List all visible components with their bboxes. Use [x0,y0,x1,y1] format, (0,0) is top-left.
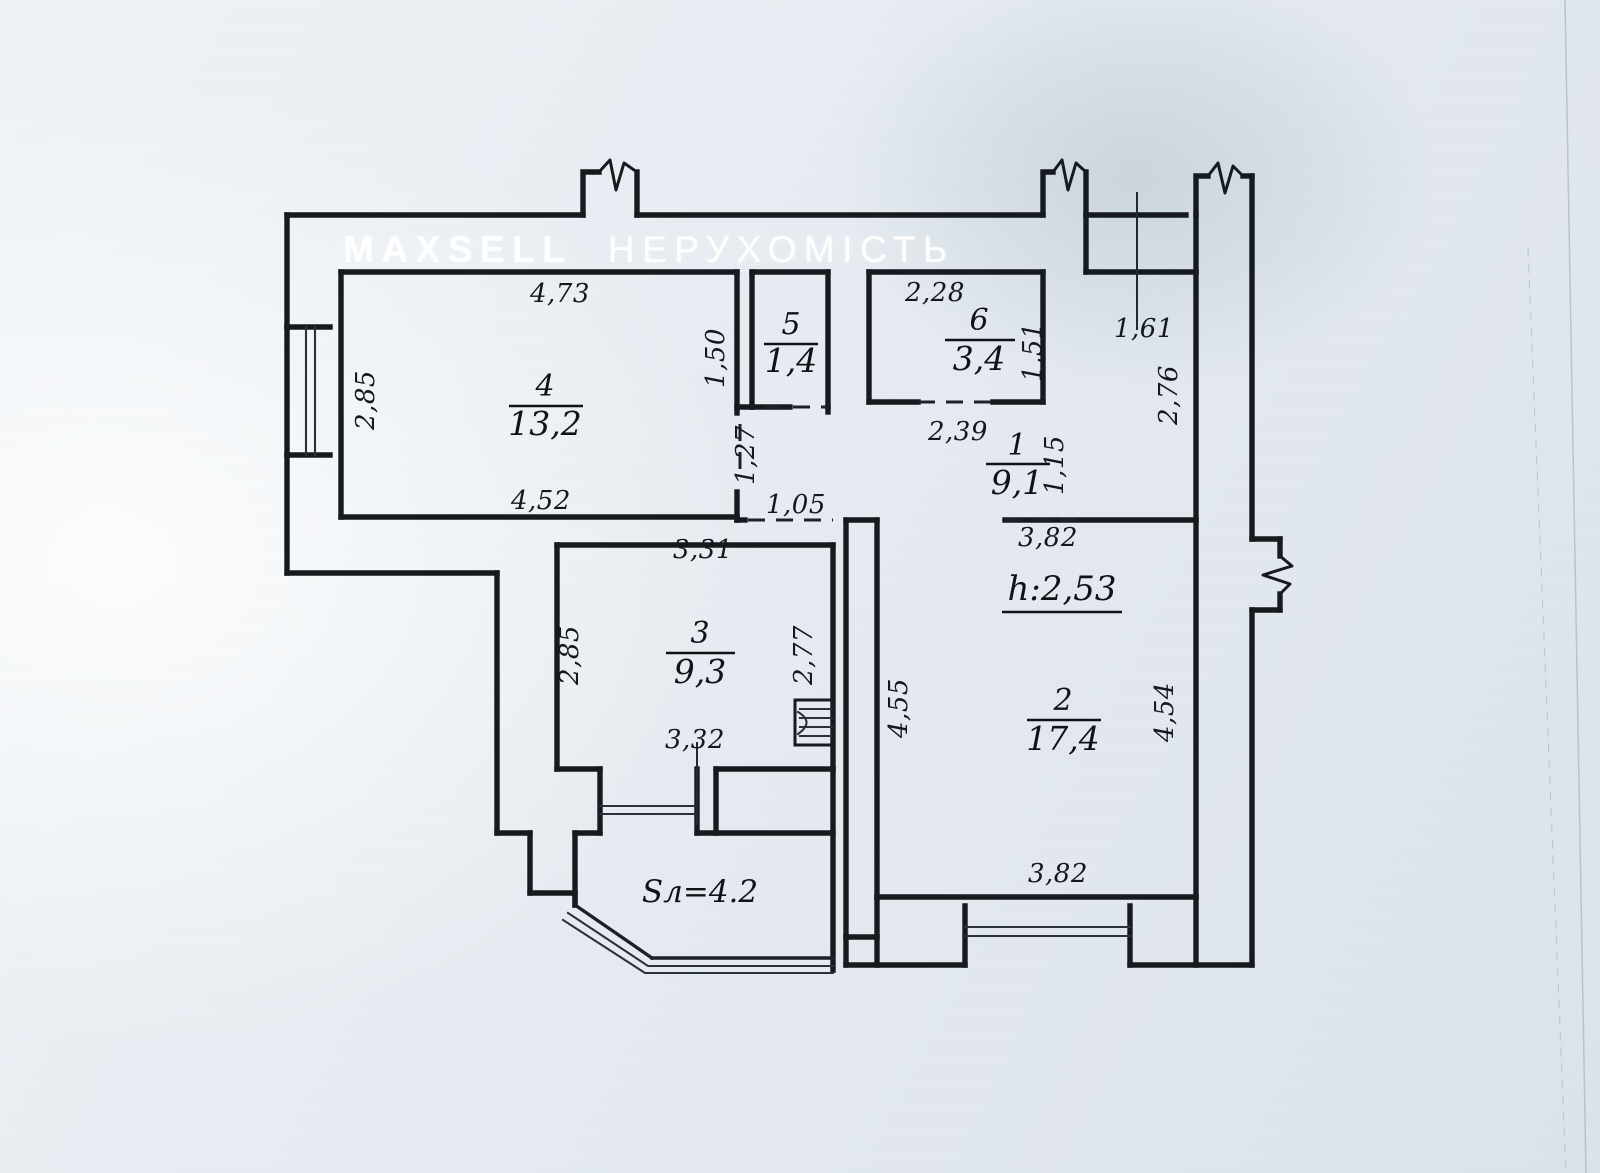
dim-room4-bottom: 4,52 [510,486,571,516]
room-6-label: 6 3,4 [945,303,1015,378]
room-3-walls [554,542,836,772]
window-bottom-room2 [962,903,1133,968]
room-2-number: 2 [1052,683,1072,718]
dim-hall-far-right: 2,76 [1154,365,1184,426]
room-3-area: 9,3 [674,652,726,691]
balcony-outline [561,830,835,975]
dim-room6-top: 2,28 [904,278,965,308]
paper-edge-lines [1527,0,1587,1173]
room-4-label: 4 13,2 [508,369,583,443]
dim-room1-top: 2,39 [927,417,988,447]
room-5-walls [749,269,831,415]
room-4-number: 4 [534,369,554,404]
ceiling-height-label: h:2,53 [1007,569,1116,609]
dim-room2-bottom: 3,82 [1028,859,1088,889]
room-1-area: 9,1 [991,463,1043,502]
room-5-number: 5 [781,307,800,342]
right-outer-wall [1127,269,1294,968]
room-5-area: 1,4 [765,341,817,380]
room-1-walls [843,517,1199,940]
room-2-walls [843,517,1199,968]
dim-corridor-mid: 1,27 [731,425,761,485]
dim-room3-top: 3,31 [673,535,733,565]
room-3-label: 3 9,3 [666,616,735,691]
dim-room5-left: 1,50 [701,328,731,388]
room-5-label: 5 1,4 [764,307,818,380]
dim-room4-top: 4,73 [529,279,590,309]
stove-icon [793,698,834,747]
upper-right-outer-walls [1040,158,1255,542]
dim-room3-left: 2,85 [555,625,585,686]
window-left-room4 [304,325,317,457]
dim-corridor-low: 1,05 [766,490,826,520]
room-3-number: 3 [690,616,709,651]
outer-walls [284,158,1046,896]
balcony-door-and-walls [572,766,836,973]
room-6-number: 6 [969,303,988,338]
dim-room3-right: 2,77 [789,625,819,686]
corridor-walls [734,404,833,523]
room-6-walls [866,269,1046,405]
dim-hall-right: 1,61 [1114,314,1174,344]
room-1-number: 1 [1007,428,1026,463]
dim-room2-right: 4,54 [1150,682,1180,743]
dim-room2-top: 3,82 [1018,523,1078,553]
dim-room3-bottom: 3,32 [665,725,725,755]
room-4-walls [338,269,740,520]
room-4-area: 13,2 [508,404,581,443]
balcony-area-label: Sл=4.2 [642,874,758,910]
room-1-label: 1 9,1 [986,428,1050,502]
dim-room6-right: 1,51 [1018,322,1048,382]
room-2-label: 2 17,4 [1026,683,1101,758]
dim-room4-left: 2,85 [351,370,381,431]
room-6-area: 3,4 [953,339,1005,378]
ceiling-height-note: h:2,53 [1002,569,1122,614]
dim-room2-left: 4,55 [884,678,914,739]
room-2-area: 17,4 [1026,719,1099,758]
